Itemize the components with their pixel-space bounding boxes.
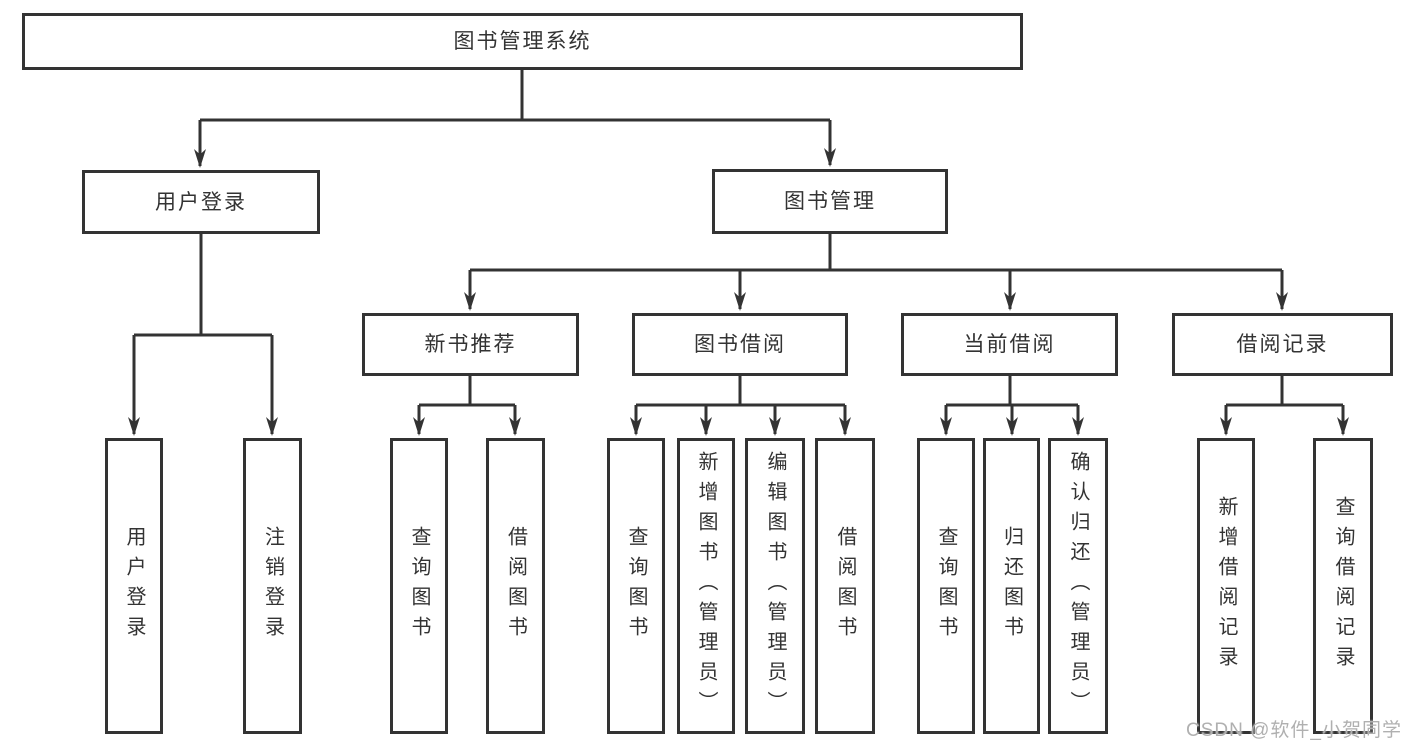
leaf-return-book: 归还图书 [983, 438, 1040, 734]
leaf-add-book-admin: 新增图书（管理员） [677, 438, 735, 734]
connector-trunk-lines [134, 69, 1343, 407]
leaf-edit-book-admin: 编辑图书（管理员） [745, 438, 805, 734]
leaf-query-book-current: 查询图书 [917, 438, 975, 734]
leaf-query-book-recommend: 查询图书 [390, 438, 448, 734]
leaf-borrow-book: 借阅图书 [815, 438, 875, 734]
node-book-borrow: 图书借阅 [632, 313, 848, 376]
node-borrow-records: 借阅记录 [1172, 313, 1393, 376]
leaf-borrow-book-recommend: 借阅图书 [486, 438, 545, 734]
node-book-management: 图书管理 [712, 169, 948, 234]
node-user-login: 用户登录 [82, 170, 320, 234]
watermark-text: CSDN @软件_小贺同学 [1186, 720, 1402, 741]
leaf-query-borrow-record: 查询借阅记录 [1313, 438, 1373, 734]
connector-arrows [128, 120, 1349, 436]
leaf-add-borrow-record: 新增借阅记录 [1197, 438, 1255, 734]
leaf-query-book-borrow: 查询图书 [607, 438, 665, 734]
node-new-book-recommend: 新书推荐 [362, 313, 579, 376]
leaf-logout: 注销登录 [243, 438, 302, 734]
node-library-system: 图书管理系统 [22, 13, 1023, 70]
leaf-user-login: 用户登录 [105, 438, 163, 734]
node-current-borrow: 当前借阅 [901, 313, 1118, 376]
leaf-confirm-return-admin: 确认归还（管理员） [1048, 438, 1108, 734]
